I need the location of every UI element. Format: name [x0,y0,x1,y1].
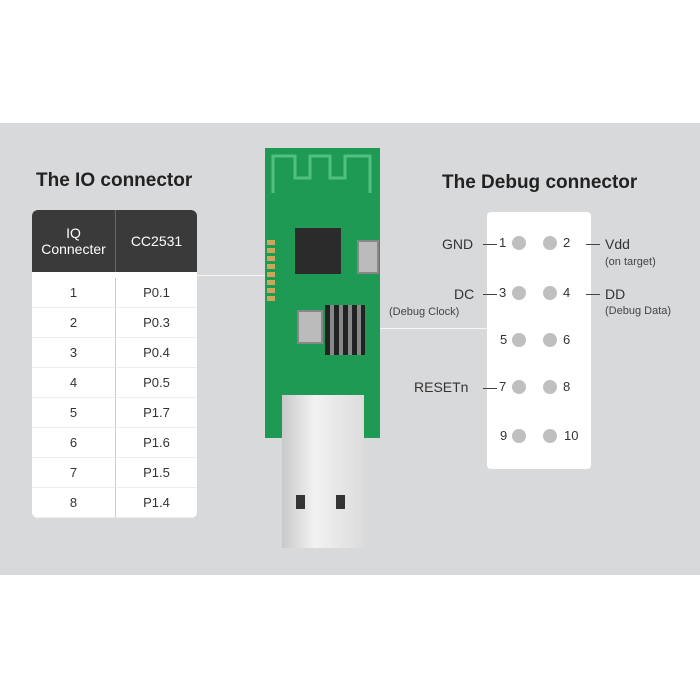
label-reset: RESETn [414,379,469,395]
debug-pin-number: 7 [499,379,507,394]
debug-pin-5 [512,333,526,347]
debug-pin-1 [512,236,526,250]
button-s1 [357,240,379,274]
debug-connector-diagram [487,212,591,469]
io-connector-title: The IO connector [36,170,193,191]
debug-pin-2 [543,236,557,250]
debug-pin-number: 9 [500,428,508,443]
header-cc2531: CC2531 [130,233,183,249]
leader-reset [483,388,497,389]
debug-pin-number: 2 [563,235,571,250]
label-dc-sub: (Debug Clock) [389,306,460,318]
usb-plug [282,395,364,548]
table-header: IQ Connecter CC2531 [32,210,197,272]
label-dc: DC [454,286,475,302]
debug-pin-number: 6 [563,332,571,347]
leader-gnd [483,244,497,245]
debug-header-pins [325,305,365,355]
io-pin: 7 [32,458,116,488]
debug-pin-7 [512,380,526,394]
header-io: IQ Connecter [32,210,116,272]
cc2531-pin: P0.4 [116,338,197,368]
cc2531-pin: P1.7 [116,398,197,428]
leader-dd [586,294,600,295]
label-gnd: GND [442,236,474,252]
cc2531-chip [295,228,341,274]
debug-pin-number: 8 [563,379,571,394]
io-pin: 4 [32,368,116,398]
debug-pin-number: 1 [499,235,507,250]
debug-pin-number: 5 [500,332,508,347]
debug-pin-3 [512,286,526,300]
debug-connector-title: The Debug connector [442,172,638,193]
leader-dc [483,294,497,295]
pcb-board [265,148,380,438]
debug-pin-4 [543,286,557,300]
io-pin: 3 [32,338,116,368]
io-pin: 8 [32,488,116,518]
usb-hole-left [296,495,305,509]
debug-pin-9 [512,429,526,443]
debug-pin-10 [543,429,557,443]
cc2531-pin: P0.3 [116,308,197,338]
debug-connector-pointer [372,328,487,329]
antenna-trace [271,154,372,193]
label-vdd-sub: (on target) [605,256,656,268]
button-s2 [297,310,323,344]
io-pin: 5 [32,398,116,428]
debug-pin-8 [543,380,557,394]
debug-pin-number: 4 [563,285,571,300]
io-header-pads [267,240,275,302]
cc2531-pin: P0.5 [116,368,197,398]
cc2531-pin: P1.4 [116,488,197,518]
io-pin: 2 [32,308,116,338]
usb-hole-right [336,495,345,509]
label-dd-sub: (Debug Data) [605,305,672,317]
cc2531-pin: P1.6 [116,428,197,458]
debug-pin-number: 3 [499,285,507,300]
cc2531-pin: P1.5 [116,458,197,488]
leader-vdd [586,244,600,245]
cc2531-pin: P0.1 [116,278,197,308]
label-dd: DD [605,286,626,302]
label-vdd: Vdd [605,236,630,252]
io-connector-pointer [197,275,272,276]
debug-pin-6 [543,333,557,347]
io-pin: 6 [32,428,116,458]
debug-pin-number: 10 [564,428,579,443]
io-pin: 1 [32,278,116,308]
